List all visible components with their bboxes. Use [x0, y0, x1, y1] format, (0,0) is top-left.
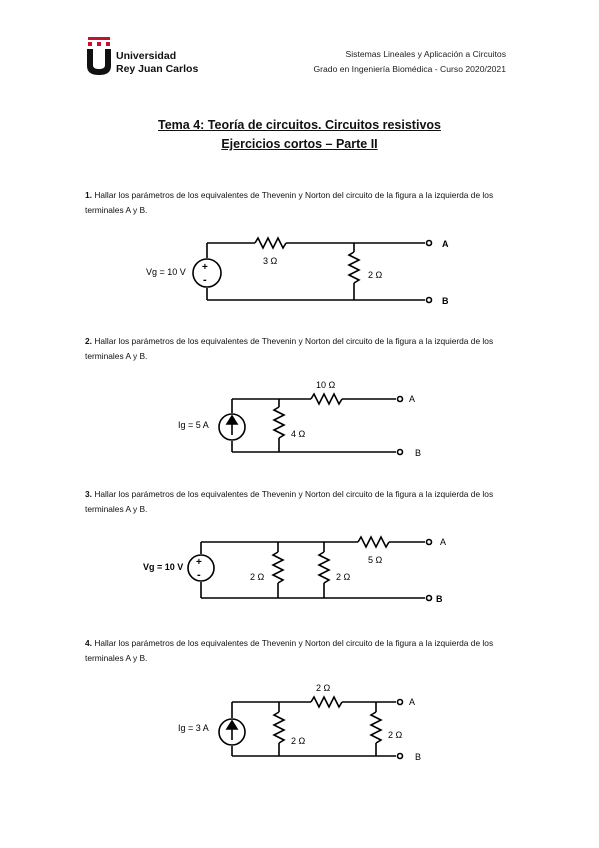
circuit-2-diagram: Ig = 5 A 10 Ω 4 Ω A B [178, 380, 421, 458]
resistor-icon [254, 236, 287, 250]
exercise-1-statement: 1. Hallar los parámetros de los equivale… [85, 188, 515, 218]
page-title: Tema 4: Teoría de circuitos. Circuitos r… [158, 118, 441, 132]
circuit-4-source-label: Ig = 3 A [178, 723, 209, 733]
exercise-3-number: 3. [85, 489, 92, 499]
circuit-1-terminal-b: B [442, 296, 449, 306]
exercise-2-statement: 2. Hallar los parámetros de los equivale… [85, 334, 515, 364]
circuit-3-source-label: Vg = 10 V [143, 562, 183, 572]
course-subject: Sistemas Lineales y Aplicación a Circuit… [345, 49, 507, 59]
circuit-1-shunt-label: 2 Ω [368, 270, 383, 280]
exercise-4-number: 4. [85, 638, 92, 648]
voltage-source-icon [192, 258, 222, 288]
circuit-4-terminal-b: B [415, 752, 421, 762]
exercise-4-statement: 4. Hallar los parámetros de los equivale… [85, 636, 515, 666]
resistor-icon [357, 535, 390, 549]
svg-text:-: - [197, 569, 201, 581]
current-source-icon [218, 718, 246, 746]
circuit-4-shunt2-label: 2 Ω [388, 730, 403, 740]
circuit-3-terminal-b: B [436, 594, 443, 604]
current-source-icon [218, 413, 246, 441]
voltage-source-icon [187, 554, 215, 582]
university-name-line2: Rey Juan Carlos [116, 63, 199, 75]
exercise-3-statement: 3. Hallar los parámetros de los equivale… [85, 487, 515, 517]
course-header: Sistemas Lineales y Aplicación a Circuit… [313, 47, 506, 77]
svg-text:-: - [203, 274, 207, 286]
circuit-4-terminal-a: A [409, 697, 415, 707]
exercise-1-number: 1. [85, 190, 92, 200]
circuit-1-diagram: + - Vg = 10 V 3 Ω 2 Ω A B [146, 236, 449, 306]
circuit-3-diagram: + - Vg = 10 V 2 Ω 2 Ω 5 Ω A B [143, 535, 446, 604]
exercise-2-number: 2. [85, 336, 92, 346]
circuit-2-series-label: 10 Ω [316, 380, 336, 390]
exercise-2-text: Hallar los parámetros de los equivalente… [85, 336, 494, 361]
svg-text:+: + [202, 262, 208, 273]
circuit-4-series-label: 2 Ω [316, 683, 331, 693]
resistor-icon [272, 711, 286, 744]
circuit-1-terminal-a: A [442, 239, 449, 249]
university-name-line1: Universidad [116, 50, 177, 62]
university-logo [87, 37, 111, 75]
circuit-3-series-label: 5 Ω [368, 555, 383, 565]
university-name: Universidad Rey Juan Carlos [116, 50, 198, 76]
exercise-4-text: Hallar los parámetros de los equivalente… [85, 638, 494, 663]
circuit-1-series-label: 3 Ω [263, 256, 278, 266]
circuit-1-source-label: Vg = 10 V [146, 267, 186, 277]
circuit-2-terminal-a: A [409, 394, 415, 404]
circuit-4-shunt1-label: 2 Ω [291, 736, 306, 746]
resistor-icon [271, 551, 285, 584]
resistor-icon [310, 392, 343, 406]
resistor-icon [369, 711, 383, 744]
exercise-1-text: Hallar los parámetros de los equivalente… [85, 190, 494, 215]
circuit-3-shunt1-label: 2 Ω [250, 572, 265, 582]
resistor-icon [310, 695, 343, 709]
resistor-icon [347, 251, 361, 284]
circuit-2-source-label: Ig = 5 A [178, 420, 209, 430]
circuit-3-shunt2-label: 2 Ω [336, 572, 351, 582]
svg-text:+: + [196, 557, 202, 568]
circuit-2-terminal-b: B [415, 448, 421, 458]
circuit-3-terminal-a: A [440, 537, 446, 547]
course-degree: Grado en Ingeniería Biomédica - Curso 20… [313, 64, 506, 74]
resistor-icon [317, 551, 331, 584]
page-subtitle: Ejercicios cortos – Parte II [221, 137, 378, 151]
circuit-4-diagram: Ig = 3 A 2 Ω 2 Ω 2 Ω A B [178, 683, 421, 762]
resistor-icon [272, 406, 286, 439]
exercise-3-text: Hallar los parámetros de los equivalente… [85, 489, 494, 514]
circuit-2-shunt-label: 4 Ω [291, 429, 306, 439]
